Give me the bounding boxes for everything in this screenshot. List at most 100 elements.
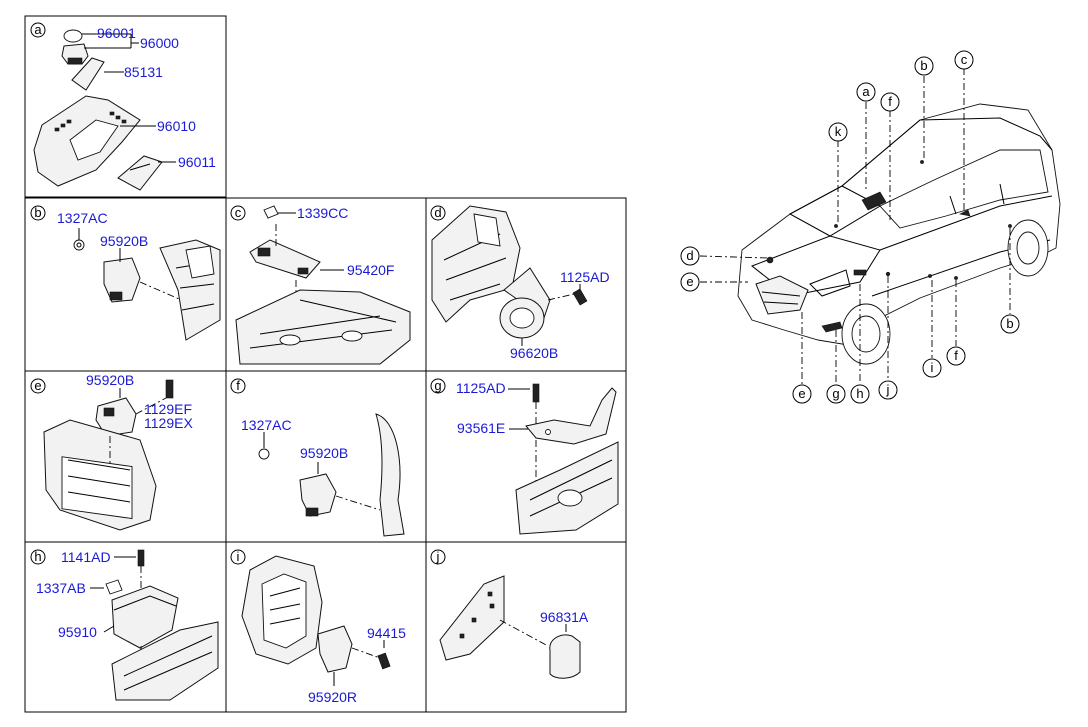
panel-c-letter: c (235, 205, 242, 220)
panel-g-letter: g (434, 378, 441, 393)
vehicle-callout-f-top: f (880, 92, 900, 112)
bolt-1125AD-d (572, 288, 588, 306)
pn-1327AC-b: 1327AC (57, 210, 108, 226)
callout-label: j (886, 382, 890, 397)
bolt-1129EF (165, 379, 174, 399)
callout-label: f (954, 348, 958, 363)
marker-a (861, 191, 887, 211)
bracket-93561E (525, 387, 617, 445)
callout-label: b (920, 58, 927, 73)
vehicle-grille (755, 275, 809, 315)
callout-label: a (862, 84, 870, 99)
pn-95920B-b: 95920B (100, 233, 148, 249)
panel-frames (24, 15, 627, 713)
pn-93561E: 93561E (457, 420, 505, 436)
pn-95920B-f: 95920B (300, 445, 348, 461)
nut-1327AC (73, 239, 85, 251)
pn-96001: 96001 (97, 25, 136, 41)
panel-h: h 1141AD 1337AB 95910 (30, 549, 219, 701)
callout-label: e (686, 274, 693, 289)
sensor-95920B-e (95, 397, 137, 437)
pn-1129EF: 1129EF (144, 401, 192, 417)
pn-1129EX: 1129EX (144, 415, 193, 431)
pn-85131: 85131 (124, 64, 163, 80)
panel-d-letter: d (434, 205, 441, 220)
vehicle-callout-g: g (826, 384, 846, 404)
vehicle-callout-a: a (856, 82, 876, 102)
pn-1327AC-f: 1327AC (241, 417, 292, 433)
callout-label: g (832, 386, 839, 401)
pn-1125AD-d: 1125AD (560, 269, 610, 285)
vehicle-callout-e-bottom: e (792, 384, 812, 404)
vehicle-callout-b-top: b (914, 56, 934, 76)
vehicle-callout-c: c (954, 50, 974, 70)
vehicle-illustration: a f b c k d e e g h j i f b (680, 50, 1061, 404)
floor-tunnel-h (111, 621, 219, 701)
callout-label: e (798, 386, 805, 401)
pn-95420F: 95420F (347, 262, 394, 278)
pn-1339CC: 1339CC (297, 205, 348, 221)
nut-1339CC (263, 205, 279, 219)
sensor-95920R (317, 625, 353, 673)
cover-85131 (71, 57, 105, 91)
cover-96011 (117, 155, 163, 191)
panel-e: e 95920B 1129EF 1129EX (30, 372, 193, 531)
vehicle-callout-i: i (922, 358, 942, 378)
vehicle-callout-j: j (878, 380, 898, 400)
panel-b: b 1327AC 95920B (30, 205, 221, 341)
pn-95920B-e: 95920B (86, 372, 134, 388)
bolt-1141AD (137, 549, 145, 567)
pn-94415: 94415 (367, 625, 406, 641)
ring-96001 (63, 29, 83, 43)
sensor-95920B-f (299, 473, 337, 517)
bolt-94415 (377, 652, 391, 670)
callout-label: k (835, 124, 842, 139)
rear-structure-g (515, 441, 619, 535)
pn-96011: 96011 (178, 154, 216, 170)
panel-h-letter: h (34, 549, 41, 564)
nut-1327AC-f (258, 448, 270, 460)
vehicle-callout-h: h (850, 384, 870, 404)
pillar-f (375, 413, 405, 537)
panel-f-letter: f (236, 378, 240, 393)
vehicle-callout-b-bottom: b (1000, 314, 1020, 334)
pn-95910: 95910 (58, 624, 97, 640)
pn-96010: 96010 (157, 118, 196, 134)
vehicle-callout-e-left: e (680, 272, 700, 292)
pn-1337AB: 1337AB (36, 580, 86, 596)
panel-d: d 1125AD 96620B (430, 205, 610, 361)
callout-label: f (888, 94, 892, 109)
nut-1337AB (105, 579, 123, 595)
floor-panel-c (235, 289, 411, 365)
callout-label: d (686, 248, 693, 263)
panel-c: c 1339CC 95420F (230, 205, 411, 365)
sensor-96831A (549, 634, 581, 679)
vehicle-callout-k: k (828, 122, 848, 142)
pn-1141AD: 1141AD (61, 549, 111, 565)
pn-96831A: 96831A (540, 609, 589, 625)
panel-i: i 94415 95920R (230, 549, 406, 705)
pn-96620B: 96620B (510, 345, 558, 361)
callout-label: b (1006, 316, 1013, 331)
panel-a-letter: a (34, 22, 42, 37)
vehicle-callout-f-bottom: f (946, 346, 966, 366)
panel-a: a 96001 96000 85131 96010 96011 (30, 22, 216, 191)
panel-j-letter: j (436, 549, 440, 564)
vehicle-callout-d: d (680, 246, 700, 266)
panel-i-letter: i (237, 549, 240, 564)
callout-label: c (961, 52, 968, 67)
pn-96000: 96000 (140, 35, 179, 51)
sensor-95920B (103, 257, 141, 303)
panel-e-letter: e (34, 378, 41, 393)
callout-label: h (856, 386, 863, 401)
panel-j: j 96831A (430, 549, 589, 679)
bracket-95420F (249, 239, 321, 279)
panel-g: g 1125AD 93561E (430, 378, 619, 535)
bolt-1125AD-g (532, 383, 540, 403)
panel-b-letter: b (34, 205, 41, 220)
callout-label: i (931, 360, 934, 375)
pn-95920R: 95920R (308, 689, 357, 705)
panel-f: f 1327AC 95920B (230, 378, 405, 537)
acu-95910 (111, 585, 179, 649)
